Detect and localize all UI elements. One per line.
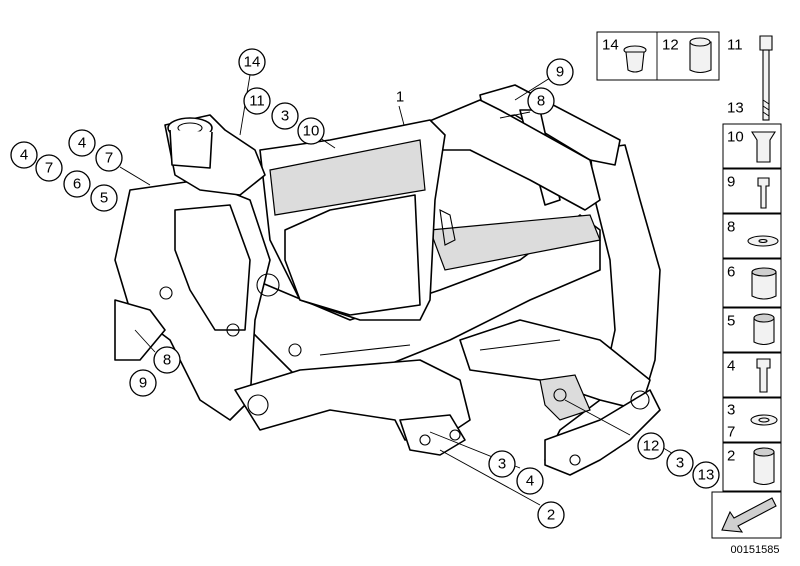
- panel-label-8: 8: [727, 219, 735, 236]
- svg-text:11: 11: [249, 93, 265, 110]
- panel-label-11: 11: [727, 37, 743, 54]
- panel-label-13: 13: [727, 100, 744, 117]
- panel-box-10: [722, 123, 782, 169]
- sleeve-part-12: [689, 41, 712, 74]
- svg-text:14: 14: [244, 54, 261, 71]
- panel-label-2: 2: [727, 448, 735, 465]
- svg-text:8: 8: [163, 352, 171, 369]
- panel-label-10: 10: [727, 129, 744, 146]
- svg-text:9: 9: [139, 375, 147, 392]
- callout-3-lower-right: 3: [666, 449, 694, 477]
- panel-box-8: [722, 213, 782, 259]
- callout-11-upper: 11: [243, 87, 271, 115]
- washer-part-8: [747, 235, 779, 247]
- panel-label-5: 5: [727, 313, 735, 330]
- svg-text:3: 3: [498, 456, 506, 473]
- callout-4-lower-mid: 4: [516, 467, 544, 495]
- main-frame-drawing: [114, 84, 661, 476]
- panel-box-4: [722, 352, 782, 398]
- svg-text:3: 3: [281, 108, 289, 125]
- long-bolt-part-11-13: [759, 35, 773, 51]
- callout-3-lower-mid: 3: [488, 450, 516, 478]
- callout-9-lower-left: 9: [129, 369, 157, 397]
- svg-text:4: 4: [78, 135, 86, 152]
- callout-6-left: 6: [63, 170, 91, 198]
- callout-4-left-outer: 4: [10, 141, 38, 169]
- panel-label-9: 9: [727, 174, 735, 191]
- panel-label-7: 7: [727, 424, 735, 441]
- washer-part-3-7: [750, 414, 778, 426]
- svg-text:12: 12: [643, 438, 660, 455]
- rubber-mount-part-6: [751, 271, 777, 300]
- panel-label-3: 3: [727, 402, 735, 419]
- svg-text:5: 5: [100, 190, 108, 207]
- svg-text:4: 4: [20, 147, 28, 164]
- direction-arrow-icon: [721, 497, 777, 533]
- callout-7-left-outer: 7: [35, 154, 63, 182]
- panel-label-14: 14: [602, 37, 619, 54]
- callout-13-lower-right: 13: [692, 461, 720, 489]
- callout-8-upper-right: 8: [527, 87, 555, 115]
- callout-14-upper: 14: [238, 48, 266, 76]
- callout-4-left-inner: 4: [68, 129, 96, 157]
- svg-text:4: 4: [526, 473, 534, 490]
- panel-label-6: 6: [727, 264, 735, 281]
- svg-text:8: 8: [537, 93, 545, 110]
- bolt-part-4: [756, 358, 771, 393]
- svg-text:13: 13: [698, 467, 715, 484]
- sleeve-part-2: [753, 451, 775, 486]
- callout-12-lower-right: 12: [637, 432, 665, 460]
- bolt-part-9: [757, 177, 770, 209]
- main-part-label: 1: [396, 89, 404, 106]
- svg-text:6: 6: [73, 176, 81, 193]
- svg-text:3: 3: [676, 455, 684, 472]
- reference-code: 00151585: [731, 544, 780, 556]
- callout-9-upper-right: 9: [546, 58, 574, 86]
- svg-text:9: 9: [556, 64, 564, 81]
- bushing-part-10: [751, 131, 776, 163]
- svg-text:7: 7: [45, 160, 53, 177]
- callout-2-lower-mid: 2: [537, 501, 565, 529]
- svg-text:2: 2: [547, 507, 555, 524]
- callout-10-upper: 10: [297, 117, 325, 145]
- sleeve-part-5: [753, 317, 775, 346]
- svg-text:10: 10: [303, 123, 320, 140]
- callout-3-upper: 3: [271, 102, 299, 130]
- panel-label-12: 12: [662, 37, 679, 54]
- callout-5-left: 5: [90, 184, 118, 212]
- svg-text:7: 7: [105, 150, 113, 167]
- panel-box-9: [722, 168, 782, 214]
- parts-panel: 14 12 11 13 10 9 8 6 5: [596, 31, 782, 539]
- callout-8-lower-left: 8: [153, 346, 181, 374]
- panel-label-4: 4: [727, 358, 735, 375]
- callout-7-left-inner: 7: [95, 144, 123, 172]
